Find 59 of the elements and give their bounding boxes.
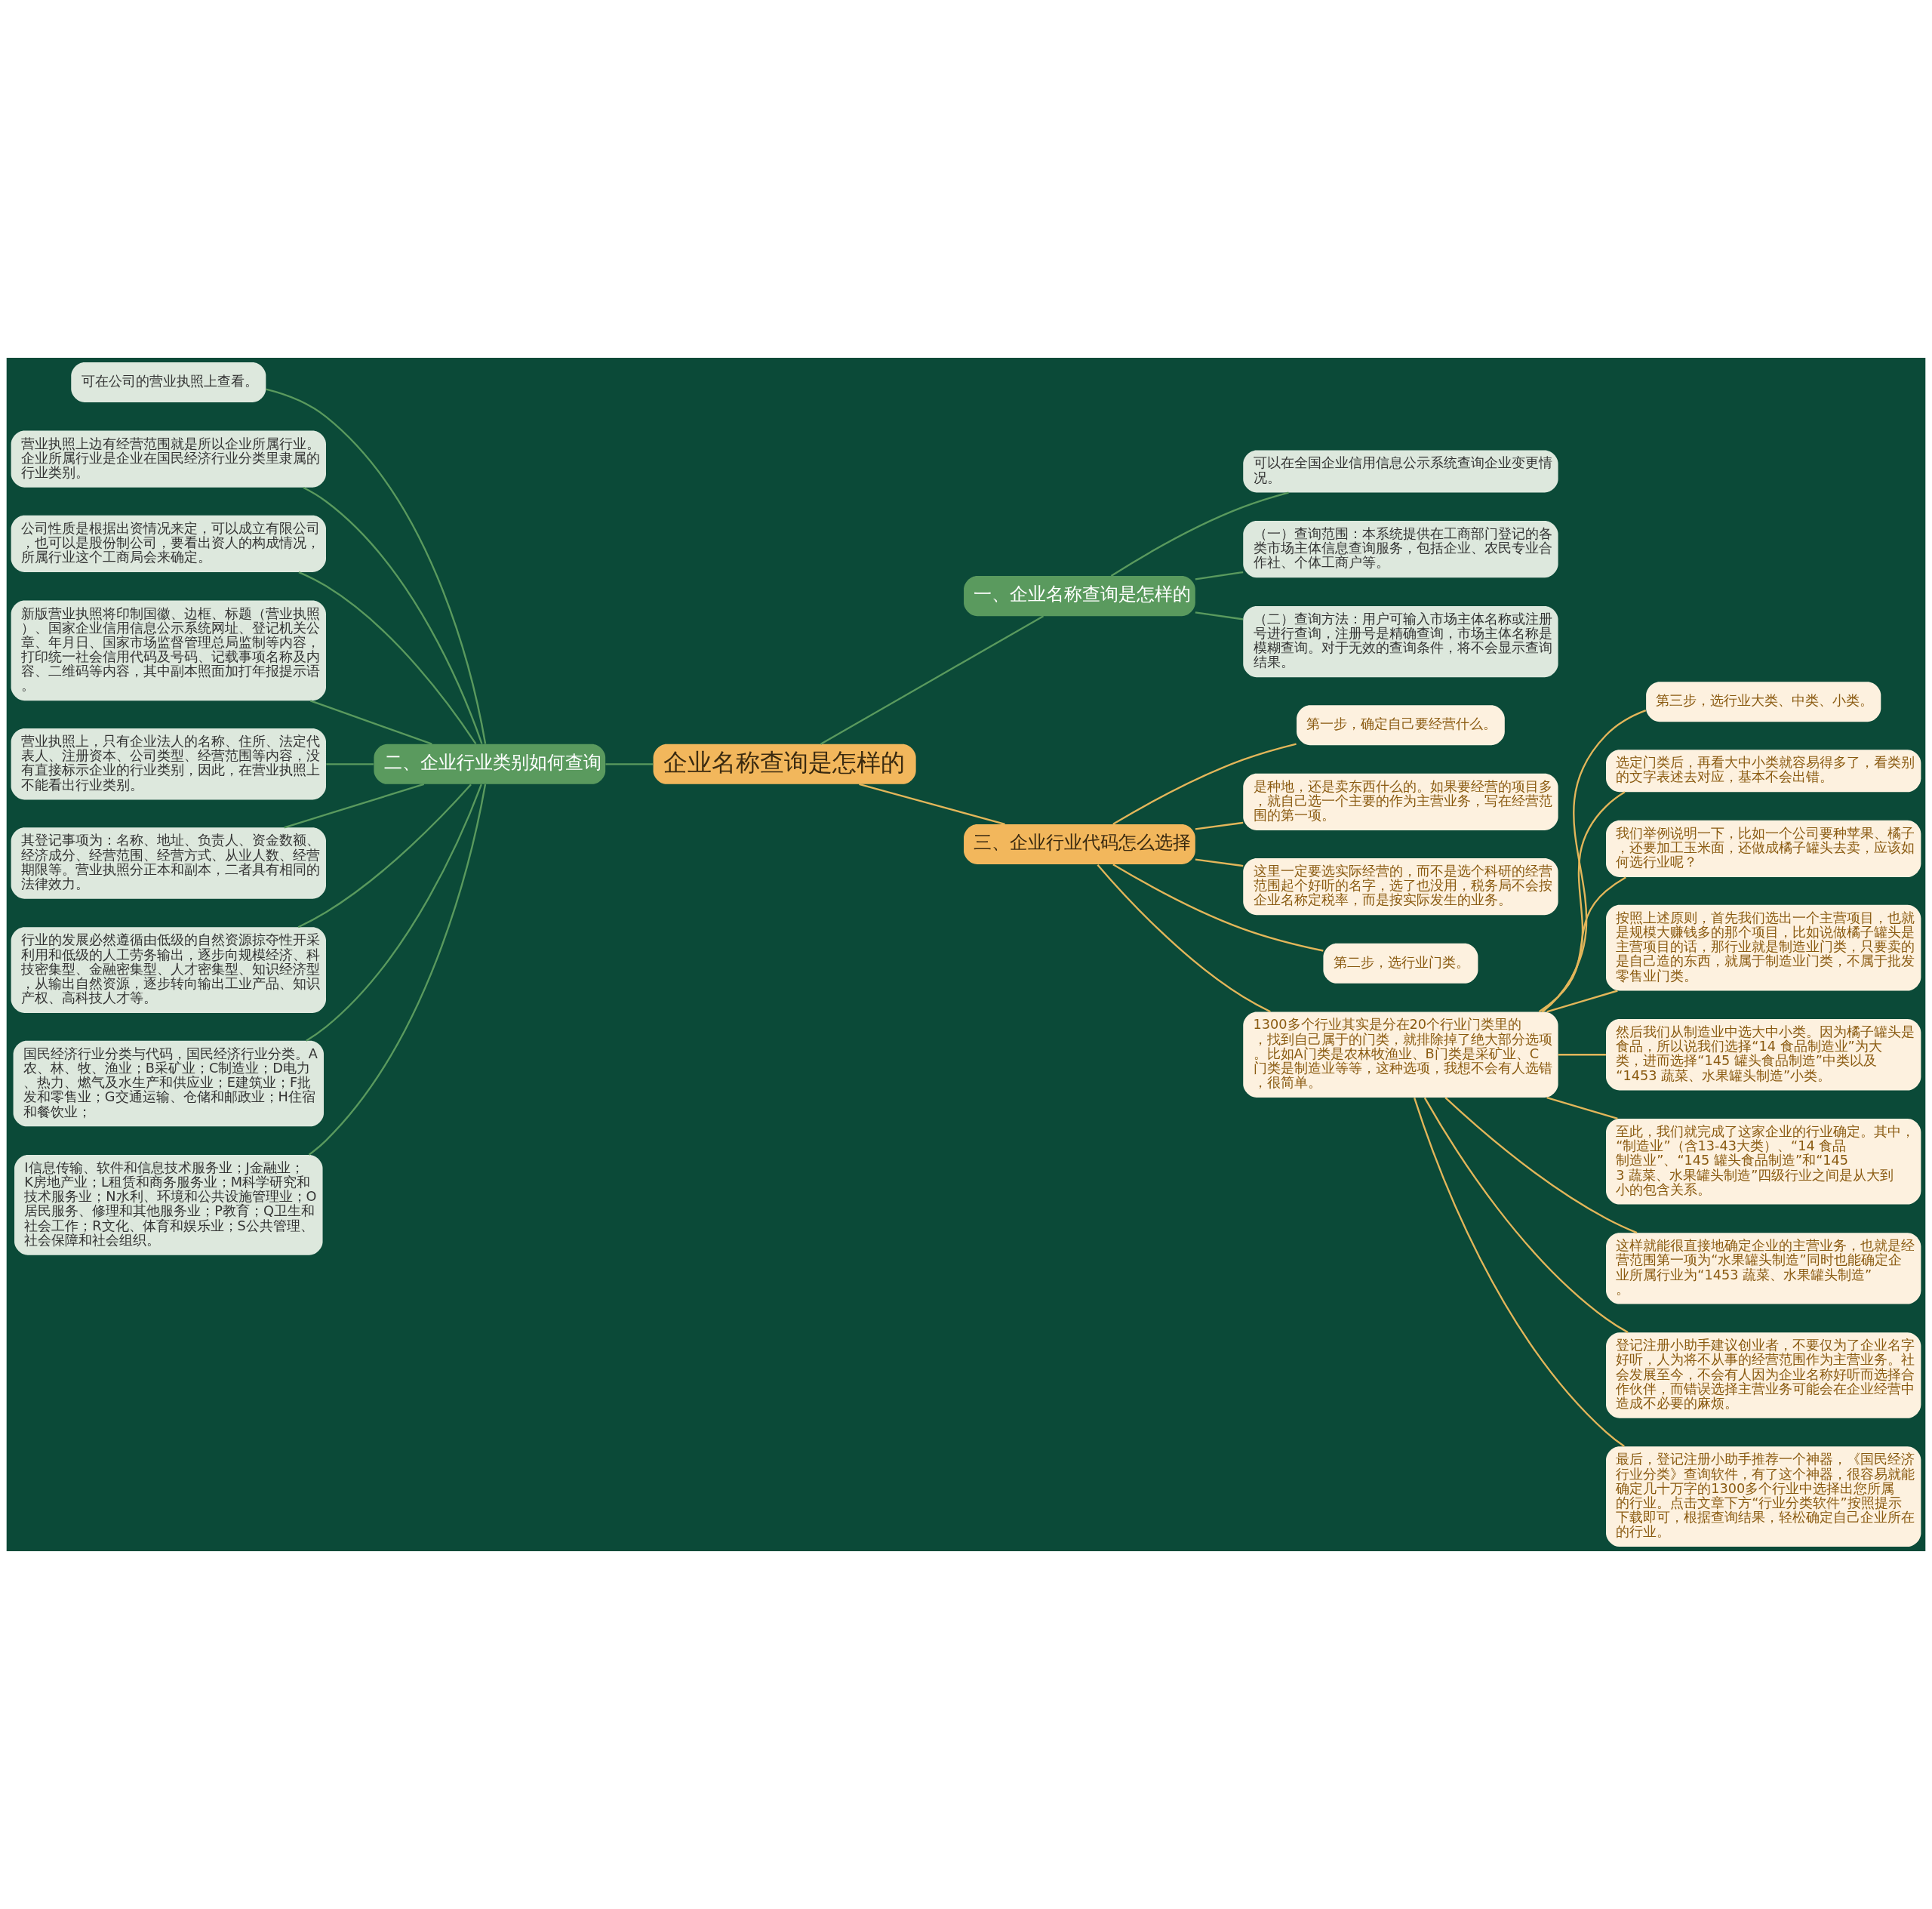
node-box: 营业执照上，只有企业法人的名称、住所、法定代表人、注册资本、公司类型、经营范围等内容，没有直接标示企业的行业类别，因此，在营业执照上不能看出行业类别。 [11, 728, 326, 800]
node-box: 我们举例说明一下，比如一个公司要种苹果、橘子，还要加工玉米面，还做成橘子罐头去卖，应该如何选行业呢？ [1606, 820, 1921, 877]
node-box: I信息传输、软件和信息技术服务业；J金融业；K房地产业；L租赁和商务服务业；M科学研究和技术服务业；N水利、环境和公共设施管理业；O居民服务、修理和其他服务业；P教育；Q卫生和社会工作；R文化、体育和娱乐业；S公共管理、社会保障和社会组织。 [14, 1154, 323, 1255]
node-box: （二）查询方法：用户可输入市场主体名称或注册号进行查询，注册号是精确查询，市场主体名称是模糊查询。对于无效的查询条件，将不会显示查询结果。 [1243, 605, 1558, 678]
connector [303, 486, 483, 744]
node-box: 第二步，选行业门类。 [1323, 943, 1478, 984]
node-box: 1300多个行业其实是分在20个行业门类里的，找到自己属于的门类，就排除掉了绝大部分选项。比如A门类是农林牧渔业、B门类是采矿业、C门类是制造业等等，这种选项，我想不会有人选错，很简单。 [1243, 1011, 1558, 1098]
node-box: 这样就能很直接地确定企业的主营业务，也就是经营范围第一项为“水果罐头制造”同时也能确定企业所属行业为“1453 蔬菜、水果罐头制造”。 [1606, 1233, 1921, 1304]
connector [1558, 1054, 1606, 1056]
connector [820, 615, 1044, 745]
connector [1414, 1098, 1625, 1448]
node-box: 新版营业执照将印制国徽、边框、标题（营业执照）、国家企业信用信息公示系统网址、登记机关公章、年月日、国家市场监督管理总局监制等内容，打印统一社会信用代码及号码、记载事项名称及内容、二维码等内容，其中副本照面加打年报提示语。 [11, 600, 326, 701]
node-box: 选定门类后，再看大中小类就容易得多了，看类别的文字表述去对应，基本不会出错。 [1606, 750, 1921, 793]
connector [1195, 611, 1244, 620]
node-box: 营业执照上边有经营范围就是所以企业所属行业。企业所属行业是企业在国民经济行业分类里隶属的行业类别。 [11, 430, 326, 488]
connector [298, 571, 477, 745]
connector [1195, 858, 1244, 867]
node-box: 第三步，选行业大类、中类、小类。 [1646, 682, 1881, 722]
node-box: 按照上述原则，首先我们选出一个主营项目，也就是规模大赚钱多的那个项目，比如说做橘子罐头是主营项目的话，那行业就是制造业门类，只要卖的是自己造的东西，就属于制造业门类，不属于批发零售业门类。 [1606, 904, 1921, 991]
node-box: 企业名称查询是怎样的 [653, 744, 916, 784]
node-box: 公司性质是根据出资情况来定，可以成立有限公司，也可以是股份制公司，要看出资人的构成情况，所属行业这个工商局会来确定。 [11, 515, 326, 572]
connector [1541, 791, 1626, 1013]
connector [297, 784, 472, 928]
node-box: 然后我们从制造业中选大中小类。因为橘子罐头是食品，所以说我们选择“14 食品制造业”为大类，进而选择“145 罐头食品制造”中类以及“1453 蔬菜、水果罐头制造”小类。 [1606, 1019, 1921, 1091]
node-box: 三、企业行业代码怎么选择 [964, 824, 1195, 865]
connector [1097, 864, 1271, 1013]
node-box: 最后，登记注册小助手推荐一个神器，《国民经济行业分类》查询软件，有了这个神器，很容易就能确定几十万字的1300多个行业中选择出您所属的行业。点击文章下方“行业分类软件”按照提示下载即可，根据查询结果，轻松确定自己企业所在的行业。 [1606, 1446, 1921, 1547]
connector [308, 784, 487, 1156]
connector [1112, 864, 1324, 952]
connector [1542, 710, 1647, 1013]
node-box: 可以在全国企业信用信息公示系统查询企业变更情况。 [1243, 450, 1558, 493]
node-box: 国民经济行业分类与代码，国民经济行业分类。A农、林、牧、渔业；B采矿业；C制造业；D电力、热力、燃气及水生产和供应业；E建筑业；F批发和零售业；G交通运输、仓储和邮政业；H住宿和餐饮业； [13, 1040, 325, 1127]
node-box: 登记注册小助手建议创业者，不要仅为了企业名字好听，人为将不从事的经营范围作为主营业务。社会发展至今，不会有人因为企业名称好听而选择合作伙伴，而错误选择主营业务可能会在企业经营中造成不必要的麻烦。 [1606, 1332, 1921, 1418]
connector [1546, 1097, 1618, 1120]
node-box: 至此，我们就完成了这家企业的行业确定。其中，“制造业”（含13-43大类）、“14 食品制造业”、“145 罐头食品制造”和“1453 蔬菜、水果罐头制造”四级行业之间是从大到小的包含关系。 [1606, 1119, 1921, 1205]
node-box: （一）查询范围：本系统提供在工商部门登记的各类市场主体信息查询服务，包括企业、农民专业合作社、个体工商户等。 [1243, 521, 1558, 578]
connector [859, 783, 1005, 825]
node-box: 可在公司的营业执照上查看。 [71, 362, 266, 402]
connector [266, 388, 487, 744]
connector [309, 700, 432, 745]
connector [1112, 743, 1297, 825]
connector [326, 763, 374, 765]
node-box: 第一步，确定自己要经营什么。 [1297, 705, 1505, 746]
connector [1538, 876, 1626, 1013]
connector [1195, 821, 1244, 830]
connector [1423, 1097, 1629, 1334]
node-box: 其登记事项为：名称、地址、负责人、资金数额、经济成分、经营范围、经营方式、从业人数、经营期限等。营业执照分正本和副本，二者具有相同的法律效力。 [11, 827, 326, 899]
connector [605, 763, 654, 765]
connector [306, 784, 482, 1042]
node-box: 行业的发展必然遵循由低级的自然资源掠夺性开采利用和低级的人工劳务输出，逐步向规模经济、科技密集型、金融密集型、人才密集型、知识经济型，从输出自然资源，逐步转向输出工业产品、知识产权、高科技人才等。 [11, 927, 326, 1013]
connector [284, 783, 425, 829]
connector [1195, 571, 1244, 580]
node-box: 是种地，还是卖东西什么的。如果要经营的项目多，就自己选一个主要的作为主营业务，写在经营范围的第一项。 [1243, 773, 1558, 831]
connector [1444, 1097, 1638, 1234]
connector [1546, 990, 1618, 1013]
connector [1110, 491, 1289, 577]
node-box: 一、企业名称查询是怎样的 [964, 576, 1195, 617]
node-box: 二、企业行业类别如何查询 [374, 744, 606, 784]
node-box: 这里一定要选实际经营的，而不是选个科研的经营范围起个好听的名字，选了也没用，税务局不会按企业名称定税率，而是按实际发生的业务。 [1243, 858, 1558, 916]
